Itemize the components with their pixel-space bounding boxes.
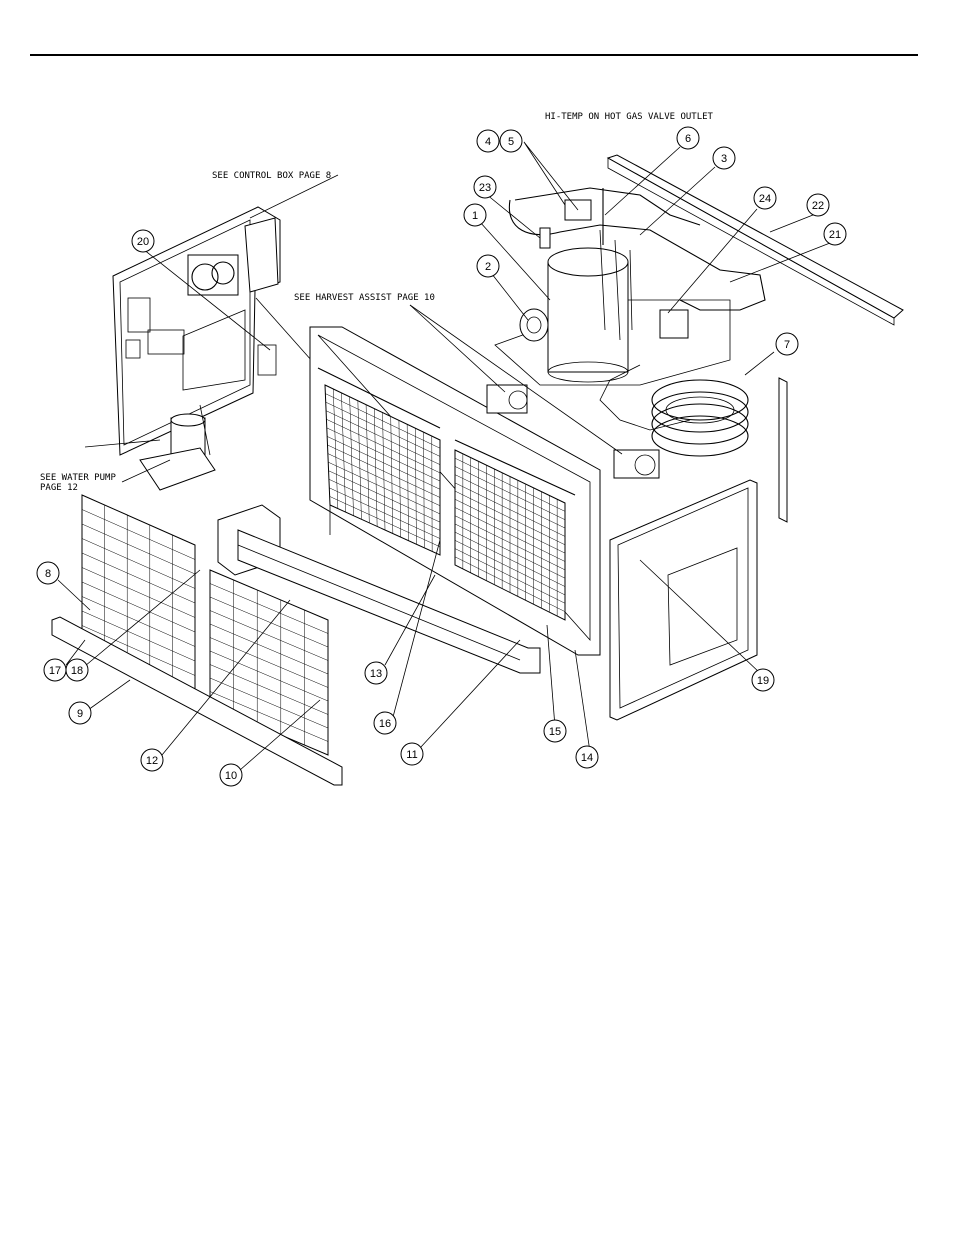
callout-label: 2 [485,261,491,273]
note-harvest-assist: SEE HARVEST ASSIST PAGE 10 [294,293,435,303]
callout-label: 6 [685,133,691,145]
side-strip [779,378,787,522]
callout-label: 5 [508,136,514,148]
callout-label: 14 [581,752,593,764]
note-water-pump-line2: PAGE 12 [40,483,78,493]
refrigeration-assembly [495,155,903,456]
callout-label: 4 [485,136,491,148]
callout-label: 8 [45,568,51,580]
callout-label: 11 [406,749,417,761]
note-hi-temp: HI-TEMP ON HOT GAS VALVE OUTLET [545,112,714,122]
right-side-panel [610,480,757,720]
callout-label: 24 [759,193,771,205]
callout-label: 9 [77,708,83,720]
callout-label: 22 [812,200,824,212]
callout-label: 20 [137,236,149,248]
callout-label: 12 [146,755,158,767]
callout-label: 18 [71,665,83,677]
callout-label: 23 [479,182,491,194]
callout-label: 10 [225,770,237,782]
callout-label: 19 [757,675,769,687]
callout-label: 15 [549,726,561,738]
callout-label: 13 [370,668,382,680]
callout-label: 7 [784,339,790,351]
callout-label: 1 [472,210,478,222]
callout-label: 21 [829,229,841,241]
harvest-assist-right [614,450,659,478]
callout-label: 16 [379,718,391,730]
harvest-assist-left [487,385,527,413]
callout-label: 17 [49,665,61,677]
callout-label: 3 [721,153,727,165]
note-water-pump-line1: SEE WATER PUMP [40,473,116,483]
note-control-box: SEE CONTROL BOX PAGE 8 [212,171,331,181]
